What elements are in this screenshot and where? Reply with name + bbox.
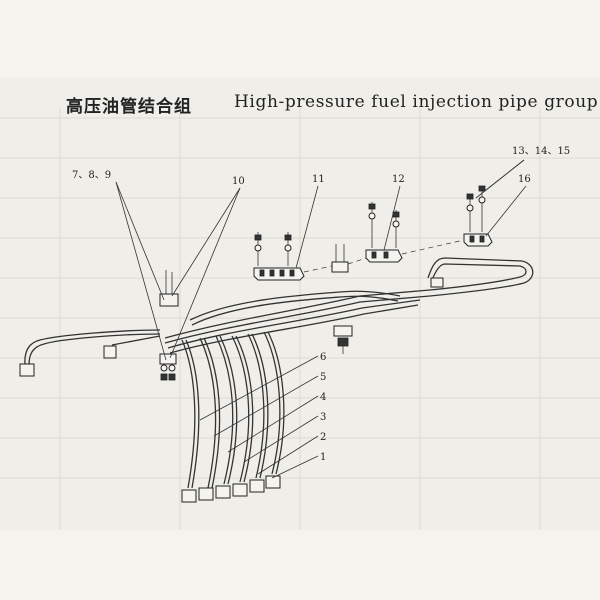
assembly-dash-lines — [303, 239, 465, 273]
callout-1: 1 — [320, 452, 326, 463]
callout-12: 12 — [392, 174, 405, 185]
injector-pipes — [181, 331, 285, 489]
callout-5: 5 — [320, 372, 326, 383]
callout-11: 11 — [312, 174, 325, 185]
nut-4 — [215, 485, 231, 499]
callout-16: 16 — [518, 174, 531, 185]
title-chinese: 高压油管结合组 — [66, 97, 192, 117]
title-english: High-pressure fuel injection pipe group — [234, 92, 599, 112]
left-nut — [19, 363, 35, 377]
callout-7-8-9: 7、8、9 — [72, 170, 111, 181]
nut-1 — [265, 475, 281, 489]
callout-6: 6 — [320, 352, 326, 363]
injector-nuts — [181, 475, 281, 503]
bleed-through-table-grid — [0, 108, 600, 530]
clamp-7-8-9 — [159, 293, 179, 307]
callout-10: 10 — [232, 176, 245, 187]
long-pipe-bundle — [164, 257, 534, 354]
callout-4: 4 — [320, 392, 326, 403]
left-pipe — [19, 329, 161, 377]
center-clamp — [333, 325, 353, 354]
clamp-lower — [159, 353, 177, 365]
clamp-group-16 — [463, 185, 493, 247]
short-pipe-nut-body — [103, 345, 117, 359]
clamp-group-12 — [365, 202, 403, 263]
callout-13-14-15: 13、14、15 — [512, 146, 570, 157]
nut-3 — [232, 483, 248, 497]
short-pipe-nut — [103, 335, 161, 359]
clamp-middle — [331, 244, 349, 273]
nut-5 — [198, 487, 214, 501]
clamp-group-11 — [253, 232, 305, 281]
left-clamp-assembly — [159, 270, 179, 381]
pipe-end-clip — [430, 277, 444, 288]
leader-lines — [115, 159, 527, 479]
callout-2: 2 — [320, 432, 326, 443]
nut-6 — [181, 489, 197, 503]
callout-labels: 1 2 3 4 5 6 7、8、9 10 11 12 13、14、15 16 — [72, 146, 570, 463]
nut-2 — [249, 479, 265, 493]
callout-3: 3 — [320, 412, 326, 423]
